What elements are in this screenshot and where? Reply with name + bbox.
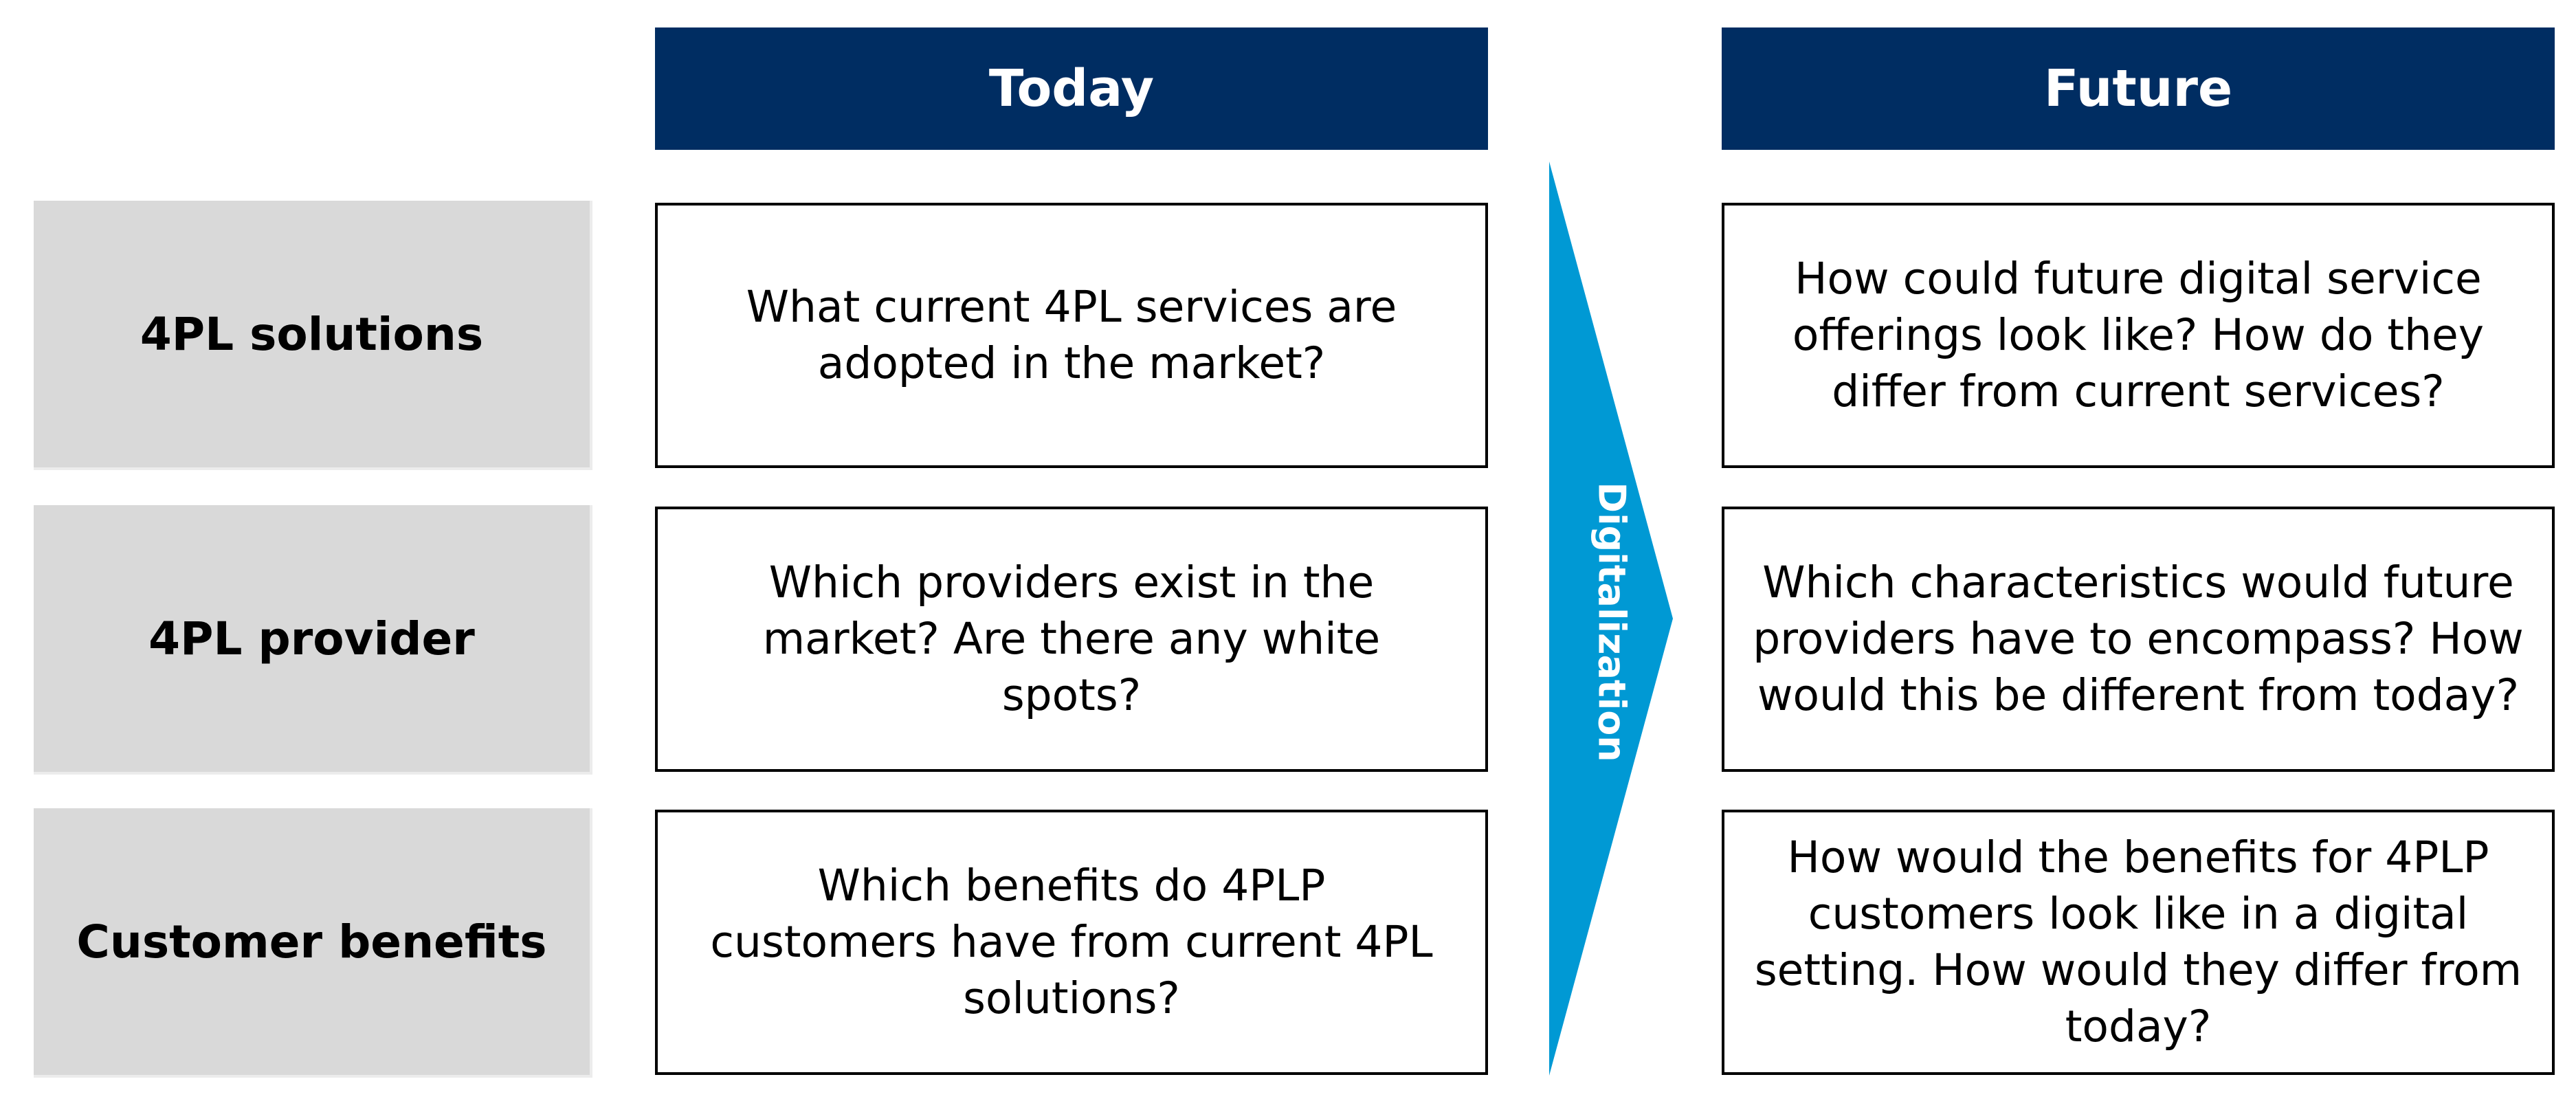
future-cell-4pl-provider: Which characteristics would future provi… (1722, 507, 2555, 772)
future-cell-text: How could future digital service offerin… (1792, 254, 2485, 417)
today-cell-text: What current 4PL services are adopted in… (746, 282, 1397, 388)
future-cell-customer-benefits: How would the benefits for 4PLP customer… (1722, 810, 2555, 1075)
row-label-customer-benefits: Customer benefits (34, 808, 592, 1078)
future-header: Future (1722, 27, 2555, 150)
today-cell-4pl-solutions: What current 4PL services are adopted in… (655, 203, 1488, 468)
today-cell-customer-benefits: Which benefits do 4PLP customers have fr… (655, 810, 1488, 1075)
digitalization-arrow (1549, 162, 1673, 1076)
today-header: Today (655, 27, 1488, 150)
future-cell-text: Which characteristics would future provi… (1753, 557, 2524, 720)
today-cell-4pl-provider: Which providers exist in the market? Are… (655, 507, 1488, 772)
digitalization-label: Digitalization (1590, 482, 1634, 762)
arrow-chevron-shape (1549, 162, 1673, 1076)
future-cell-text: How would the benefits for 4PLP customer… (1754, 832, 2522, 1052)
today-cell-text: Which benefits do 4PLP customers have fr… (710, 861, 1433, 1023)
row-label-4pl-solutions: 4PL solutions (34, 201, 592, 470)
today-cell-text: Which providers exist in the market? Are… (762, 557, 1381, 720)
future-cell-4pl-solutions: How could future digital service offerin… (1722, 203, 2555, 468)
row-label-4pl-provider: 4PL provider (34, 505, 592, 775)
